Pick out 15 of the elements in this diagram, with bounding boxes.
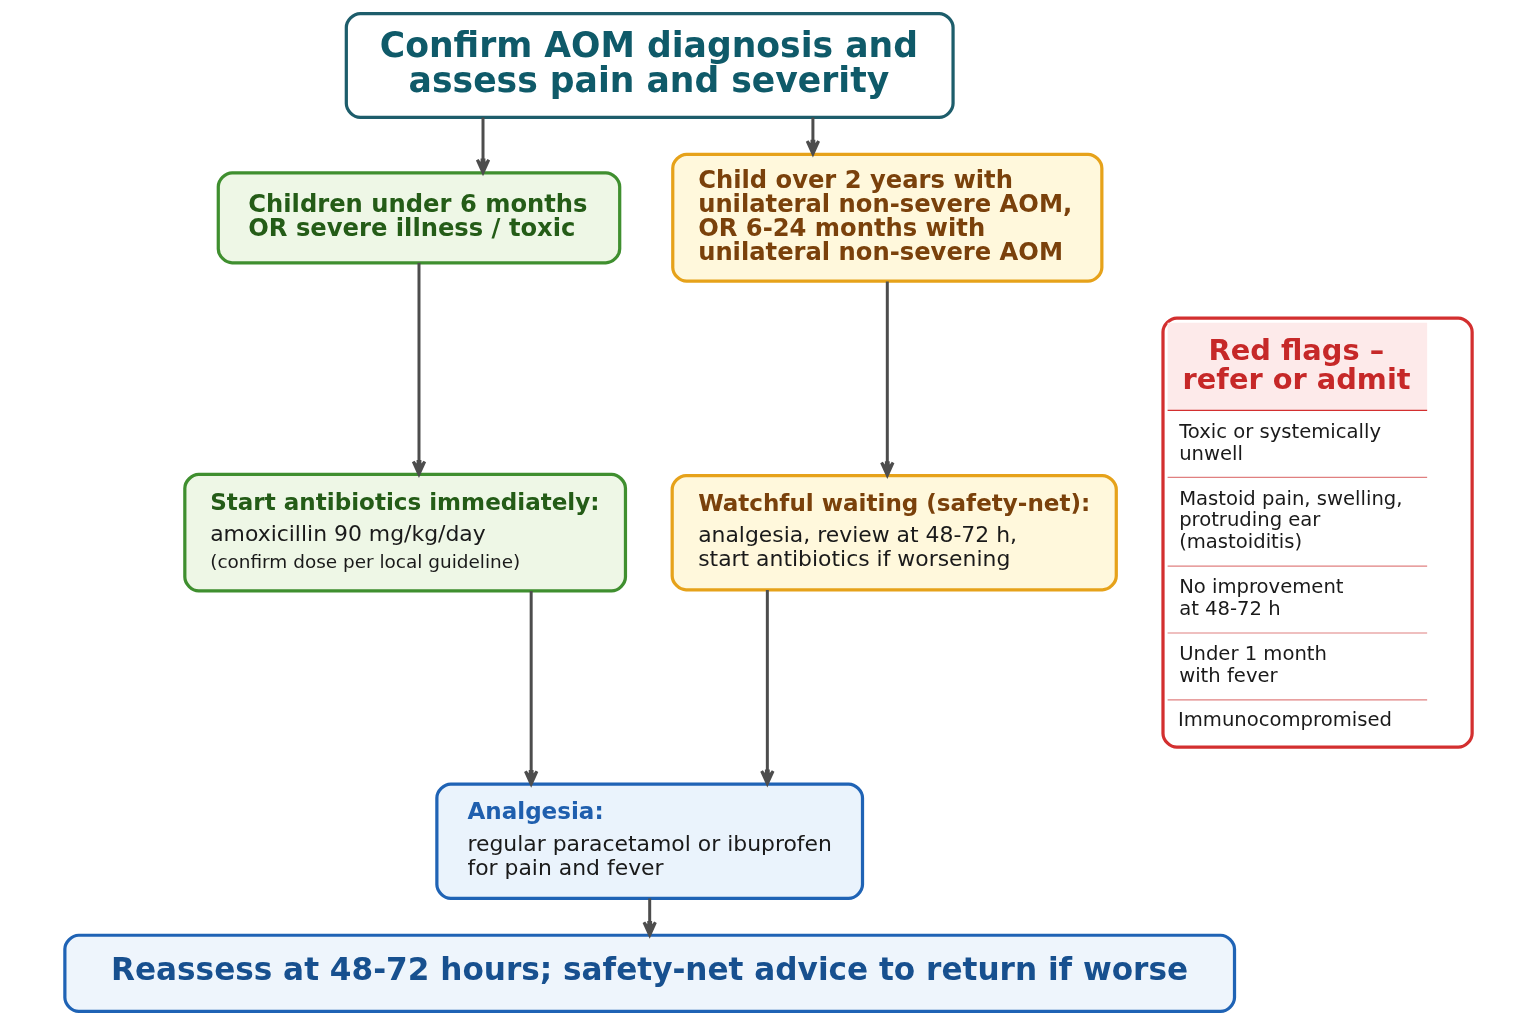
- arrow: [411, 262, 426, 476]
- node-box: Children under 6 months OR severe illness / toxic: [216, 170, 621, 264]
- arrow: [759, 589, 775, 785]
- node-box: Red flags – refer or admit Toxic or systemically unwell Mastoid pain, swelling, protruding ear (mastoiditis) No improvement at 48-72 h Under 1 month with fever Immunocompromised: [1160, 316, 1474, 749]
- node-box: Analgesia: regular paracetamol or ibuprofen for pain and fever: [434, 782, 864, 900]
- arrow: [879, 281, 894, 477]
- arrow: [805, 117, 820, 155]
- node-box: Start antibiotics immediately: amoxicillin 90 mg/kg/day (confirm dose per local guideline): [182, 472, 627, 593]
- arrow: [523, 590, 538, 786]
- node-box: Reassess at 48-72 hours; safety-net advice to return if worse: [62, 933, 1236, 1013]
- node-box: Child over 2 years with unilateral non-severe AOM, OR 6-24 months with unilateral non-severe AOM: [670, 152, 1103, 283]
- arrow: [642, 897, 657, 937]
- node-box: Watchful waiting (safety-net): analgesia, review at 48-72 h, start antibiotics if worsening: [670, 473, 1118, 591]
- arrow: [475, 117, 490, 174]
- node-box: Confirm AOM diagnosis and assess pain and severity: [344, 11, 955, 119]
